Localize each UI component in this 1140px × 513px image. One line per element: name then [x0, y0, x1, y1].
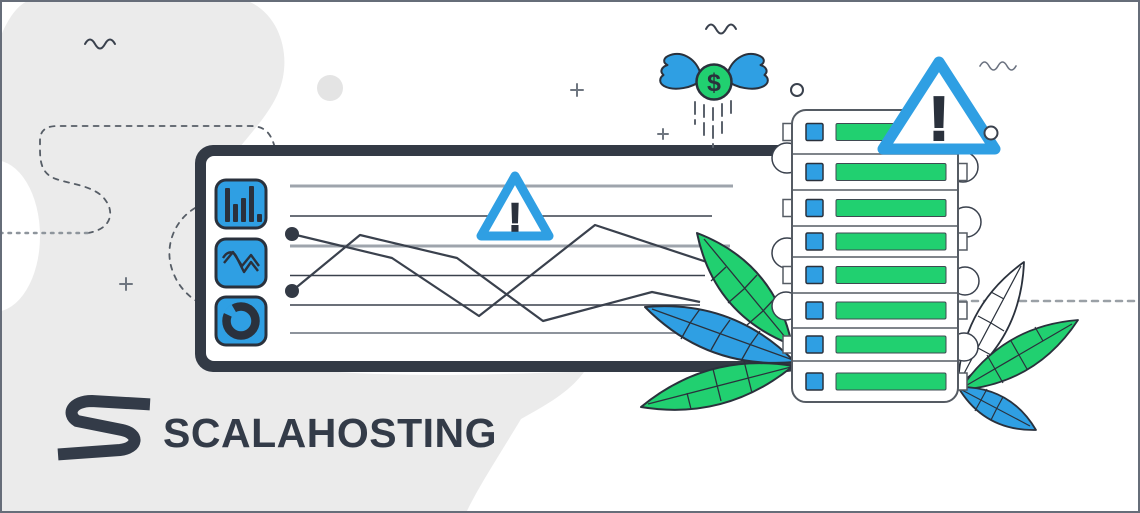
- status-square: [805, 122, 824, 142]
- trend-line: [291, 223, 738, 318]
- status-square: [805, 232, 824, 251]
- status-square: [805, 335, 824, 354]
- server-row: [805, 265, 947, 285]
- plus-icon: [570, 83, 584, 97]
- capacity-bar: [835, 372, 947, 391]
- server-row: [805, 162, 947, 182]
- chart-trend-lines: [291, 223, 738, 323]
- plus-icon: [657, 128, 669, 140]
- capacity-bar: [835, 335, 947, 354]
- capacity-bar: [835, 232, 947, 251]
- wing-right-icon: [726, 53, 769, 90]
- sidebar-button-line-graph[interactable]: [214, 237, 268, 289]
- squiggle-icon: [84, 38, 116, 50]
- sidebar-button-donut-chart[interactable]: [214, 295, 268, 347]
- rack-tabs: [782, 122, 968, 391]
- deco-circle: [790, 83, 804, 97]
- data-point-dot: [285, 284, 299, 298]
- exclamation-mark: !: [929, 85, 950, 154]
- blob-notch: [0, 160, 40, 312]
- bar-chart-icon: [225, 186, 262, 222]
- data-point-dot: [285, 227, 299, 241]
- warning-triangle-icon: [877, 56, 1001, 155]
- wing-left-icon: [659, 53, 702, 90]
- status-square: [805, 301, 824, 320]
- warning-badge-small: !: [476, 171, 554, 241]
- logo-s-mark: [57, 394, 151, 461]
- server-rack: [771, 109, 982, 403]
- status-square: [805, 198, 824, 218]
- gray-blob: [0, 0, 584, 513]
- logo: SCALAHOSTING: [57, 394, 497, 461]
- logo-text: SCALAHOSTING: [163, 410, 497, 456]
- server-row: [805, 372, 947, 391]
- sidebar-button-bar-chart[interactable]: [214, 178, 268, 230]
- line-graph-icon: [221, 250, 260, 274]
- trend-line: [291, 233, 701, 323]
- status-square: [805, 162, 824, 182]
- gray-dot: [317, 75, 343, 101]
- server-row: [805, 232, 947, 251]
- coin-icon: [695, 63, 733, 101]
- server-row: [805, 335, 947, 354]
- capacity-bar: [835, 301, 947, 320]
- donut-chart-icon: [222, 302, 260, 340]
- squiggle-icon: [705, 23, 737, 35]
- exclamation-mark: !: [508, 196, 521, 240]
- capacity-bar: [835, 266, 947, 284]
- flying-money: $: [659, 53, 769, 148]
- plus-icon: [119, 277, 133, 291]
- dollar-symbol: $: [707, 69, 721, 97]
- warning-triangle-icon: [476, 171, 554, 241]
- server-row: [805, 301, 947, 320]
- server-row: [805, 198, 947, 218]
- dashed-loop-path: [39, 125, 283, 234]
- squiggle-icon: [979, 61, 1017, 71]
- status-square: [805, 265, 824, 285]
- fall-streaks: [694, 100, 732, 148]
- rack-body: [791, 109, 959, 403]
- warning-sign-large: !: [790, 56, 1001, 155]
- capacity-bar: [835, 163, 947, 181]
- capacity-bar: [835, 199, 947, 217]
- status-square: [805, 372, 824, 391]
- rack-separators: [793, 153, 957, 362]
- leaf-green: [696, 232, 793, 346]
- decorations: [0, 23, 1140, 303]
- deco-circle: [983, 125, 999, 141]
- dashed-arc: [168, 207, 199, 303]
